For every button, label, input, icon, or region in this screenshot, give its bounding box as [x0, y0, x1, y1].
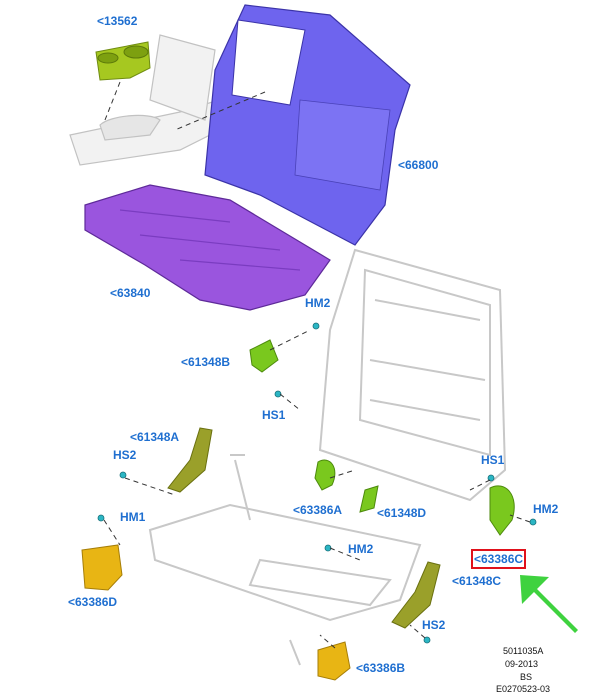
callout-hs1-right[interactable]: HS1 — [481, 453, 505, 467]
callout-hm2-top[interactable]: HM2 — [305, 296, 331, 310]
callout-63386a[interactable]: <63386A — [293, 503, 343, 517]
callout-hm2-mid[interactable]: HM2 — [348, 542, 374, 556]
bracket-61348d — [359, 485, 379, 513]
fasteners — [97, 322, 537, 644]
callout-61348a[interactable]: <61348A — [130, 430, 180, 444]
callout-63840[interactable]: <63840 — [110, 286, 151, 300]
callout-66800[interactable]: <66800 — [398, 158, 439, 172]
callout-61348c[interactable]: <61348C — [452, 574, 502, 588]
seat-base-frame — [148, 454, 422, 666]
callout-hm2-right[interactable]: HM2 — [533, 502, 559, 516]
bracket-63386a — [314, 459, 336, 491]
callout-61348b[interactable]: <61348B — [181, 355, 231, 369]
callout-63386d[interactable]: <63386D — [68, 595, 118, 609]
footer-variant: BS — [520, 672, 533, 682]
footer-date: 09-2013 — [505, 659, 539, 669]
cover-63386b — [317, 641, 351, 681]
armrest-frame — [69, 34, 241, 166]
seat-back — [204, 4, 411, 246]
footer-code: 5011035A — [503, 646, 544, 656]
callout-63386c-highlighted[interactable]: <63386C — [470, 549, 527, 569]
bracket-61348b — [249, 339, 279, 373]
callout-hs2-bottom[interactable]: HS2 — [422, 618, 446, 632]
callout-hs2-left[interactable]: HS2 — [113, 448, 137, 462]
cup-holder — [95, 41, 151, 81]
green-arrow-icon — [520, 575, 578, 640]
footer-figure: E0270523-03 — [496, 684, 551, 694]
leader-lines — [103, 81, 531, 649]
bracket-63386c — [489, 485, 515, 536]
bracket-61348c — [391, 561, 441, 629]
cover-63386d — [81, 544, 123, 591]
callout-61348d[interactable]: <61348D — [377, 506, 427, 520]
callout-13562[interactable]: <13562 — [97, 14, 138, 28]
callout-63386b[interactable]: <63386B — [356, 661, 406, 675]
seat-back-frame — [318, 248, 507, 502]
callout-hs1-left[interactable]: HS1 — [262, 408, 286, 422]
seat-cushion — [84, 184, 331, 311]
bracket-61348a — [167, 427, 213, 493]
callout-hm1[interactable]: HM1 — [120, 510, 146, 524]
